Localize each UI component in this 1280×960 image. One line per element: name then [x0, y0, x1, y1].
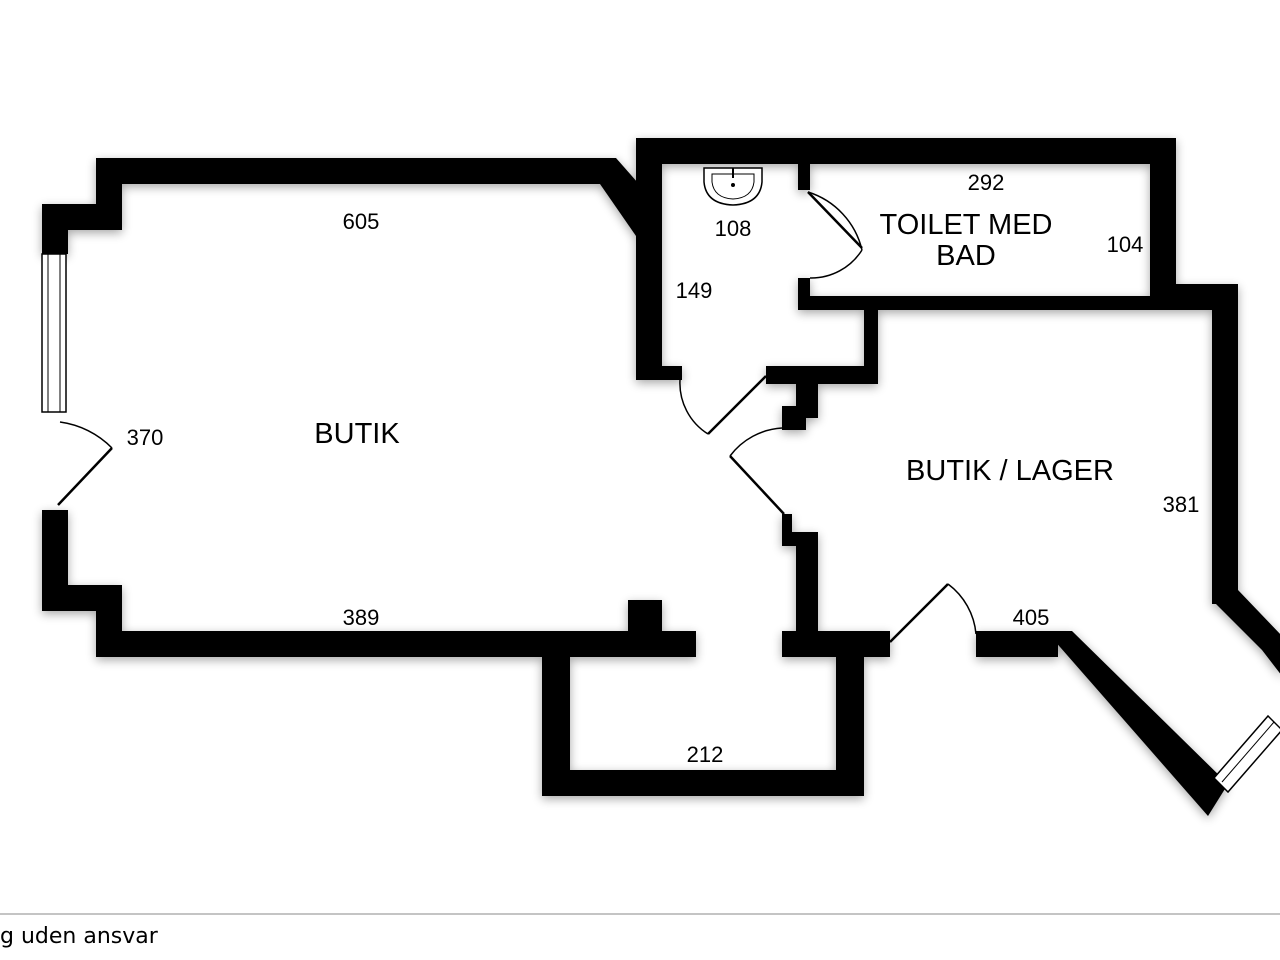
- window-icon: [41, 253, 67, 413]
- walls: [42, 138, 1280, 816]
- dimension-toilet-top: 292: [968, 170, 1005, 195]
- wall-top-main: [96, 158, 616, 184]
- door-icon: [889, 583, 977, 643]
- wall-hall-bottom-left: [650, 366, 682, 380]
- dimension-hall-sink: 108: [715, 216, 752, 241]
- wall-toilet-left-bottom: [798, 278, 810, 308]
- wall-partition-bottom: [782, 514, 818, 640]
- door-icon: [57, 421, 113, 506]
- dimension-lager-bottom: 405: [1013, 605, 1050, 630]
- wall-toilet-left-top: [798, 160, 810, 190]
- dimension-toilet-side: 104: [1107, 232, 1144, 257]
- window-icon: [1212, 714, 1280, 794]
- wall-bay-right: [836, 655, 864, 795]
- wall-left-upper: [42, 204, 68, 254]
- room-label-toilet-line1: TOILET MED: [880, 209, 1053, 241]
- door-icon: [807, 191, 863, 279]
- wall-hall-left: [636, 138, 662, 380]
- dimension-bottom-main: 389: [343, 605, 380, 630]
- sink-icon: [703, 167, 763, 206]
- wall-top-hall: [636, 138, 1176, 164]
- wall-pillar: [628, 600, 662, 640]
- wall-bay-bottom: [542, 770, 864, 796]
- wall-toilet-bottom: [798, 296, 1238, 310]
- wall-toilet-right: [1150, 138, 1176, 310]
- room-label-butik-lager: BUTIK / LAGER: [906, 455, 1114, 487]
- dimension-lager-side: 381: [1163, 492, 1200, 517]
- wall-lager-diagonal: [1046, 631, 1228, 816]
- wall-bottom-main: [96, 631, 696, 657]
- wall-lager-bottom-right: [976, 631, 1058, 657]
- wall-hall-bottom-right: [766, 366, 876, 384]
- dimension-hall-side: 149: [676, 278, 713, 303]
- footer-disclaimer: g uden ansvar: [0, 924, 159, 949]
- door-icon: [679, 375, 767, 435]
- wall-partition-top: [782, 380, 818, 430]
- wall-hall-right-v: [864, 300, 878, 384]
- wall-lager-right: [1212, 284, 1238, 604]
- dimension-bay-bottom: 212: [687, 742, 724, 767]
- wall-lager-right-diag: [1212, 590, 1280, 674]
- room-label-toilet-line2: BAD: [936, 240, 996, 272]
- door-icon: [729, 427, 785, 515]
- dimension-top-main: 605: [343, 209, 380, 234]
- dimension-left-main: 370: [127, 425, 164, 450]
- room-label-butik: BUTIK: [314, 418, 400, 450]
